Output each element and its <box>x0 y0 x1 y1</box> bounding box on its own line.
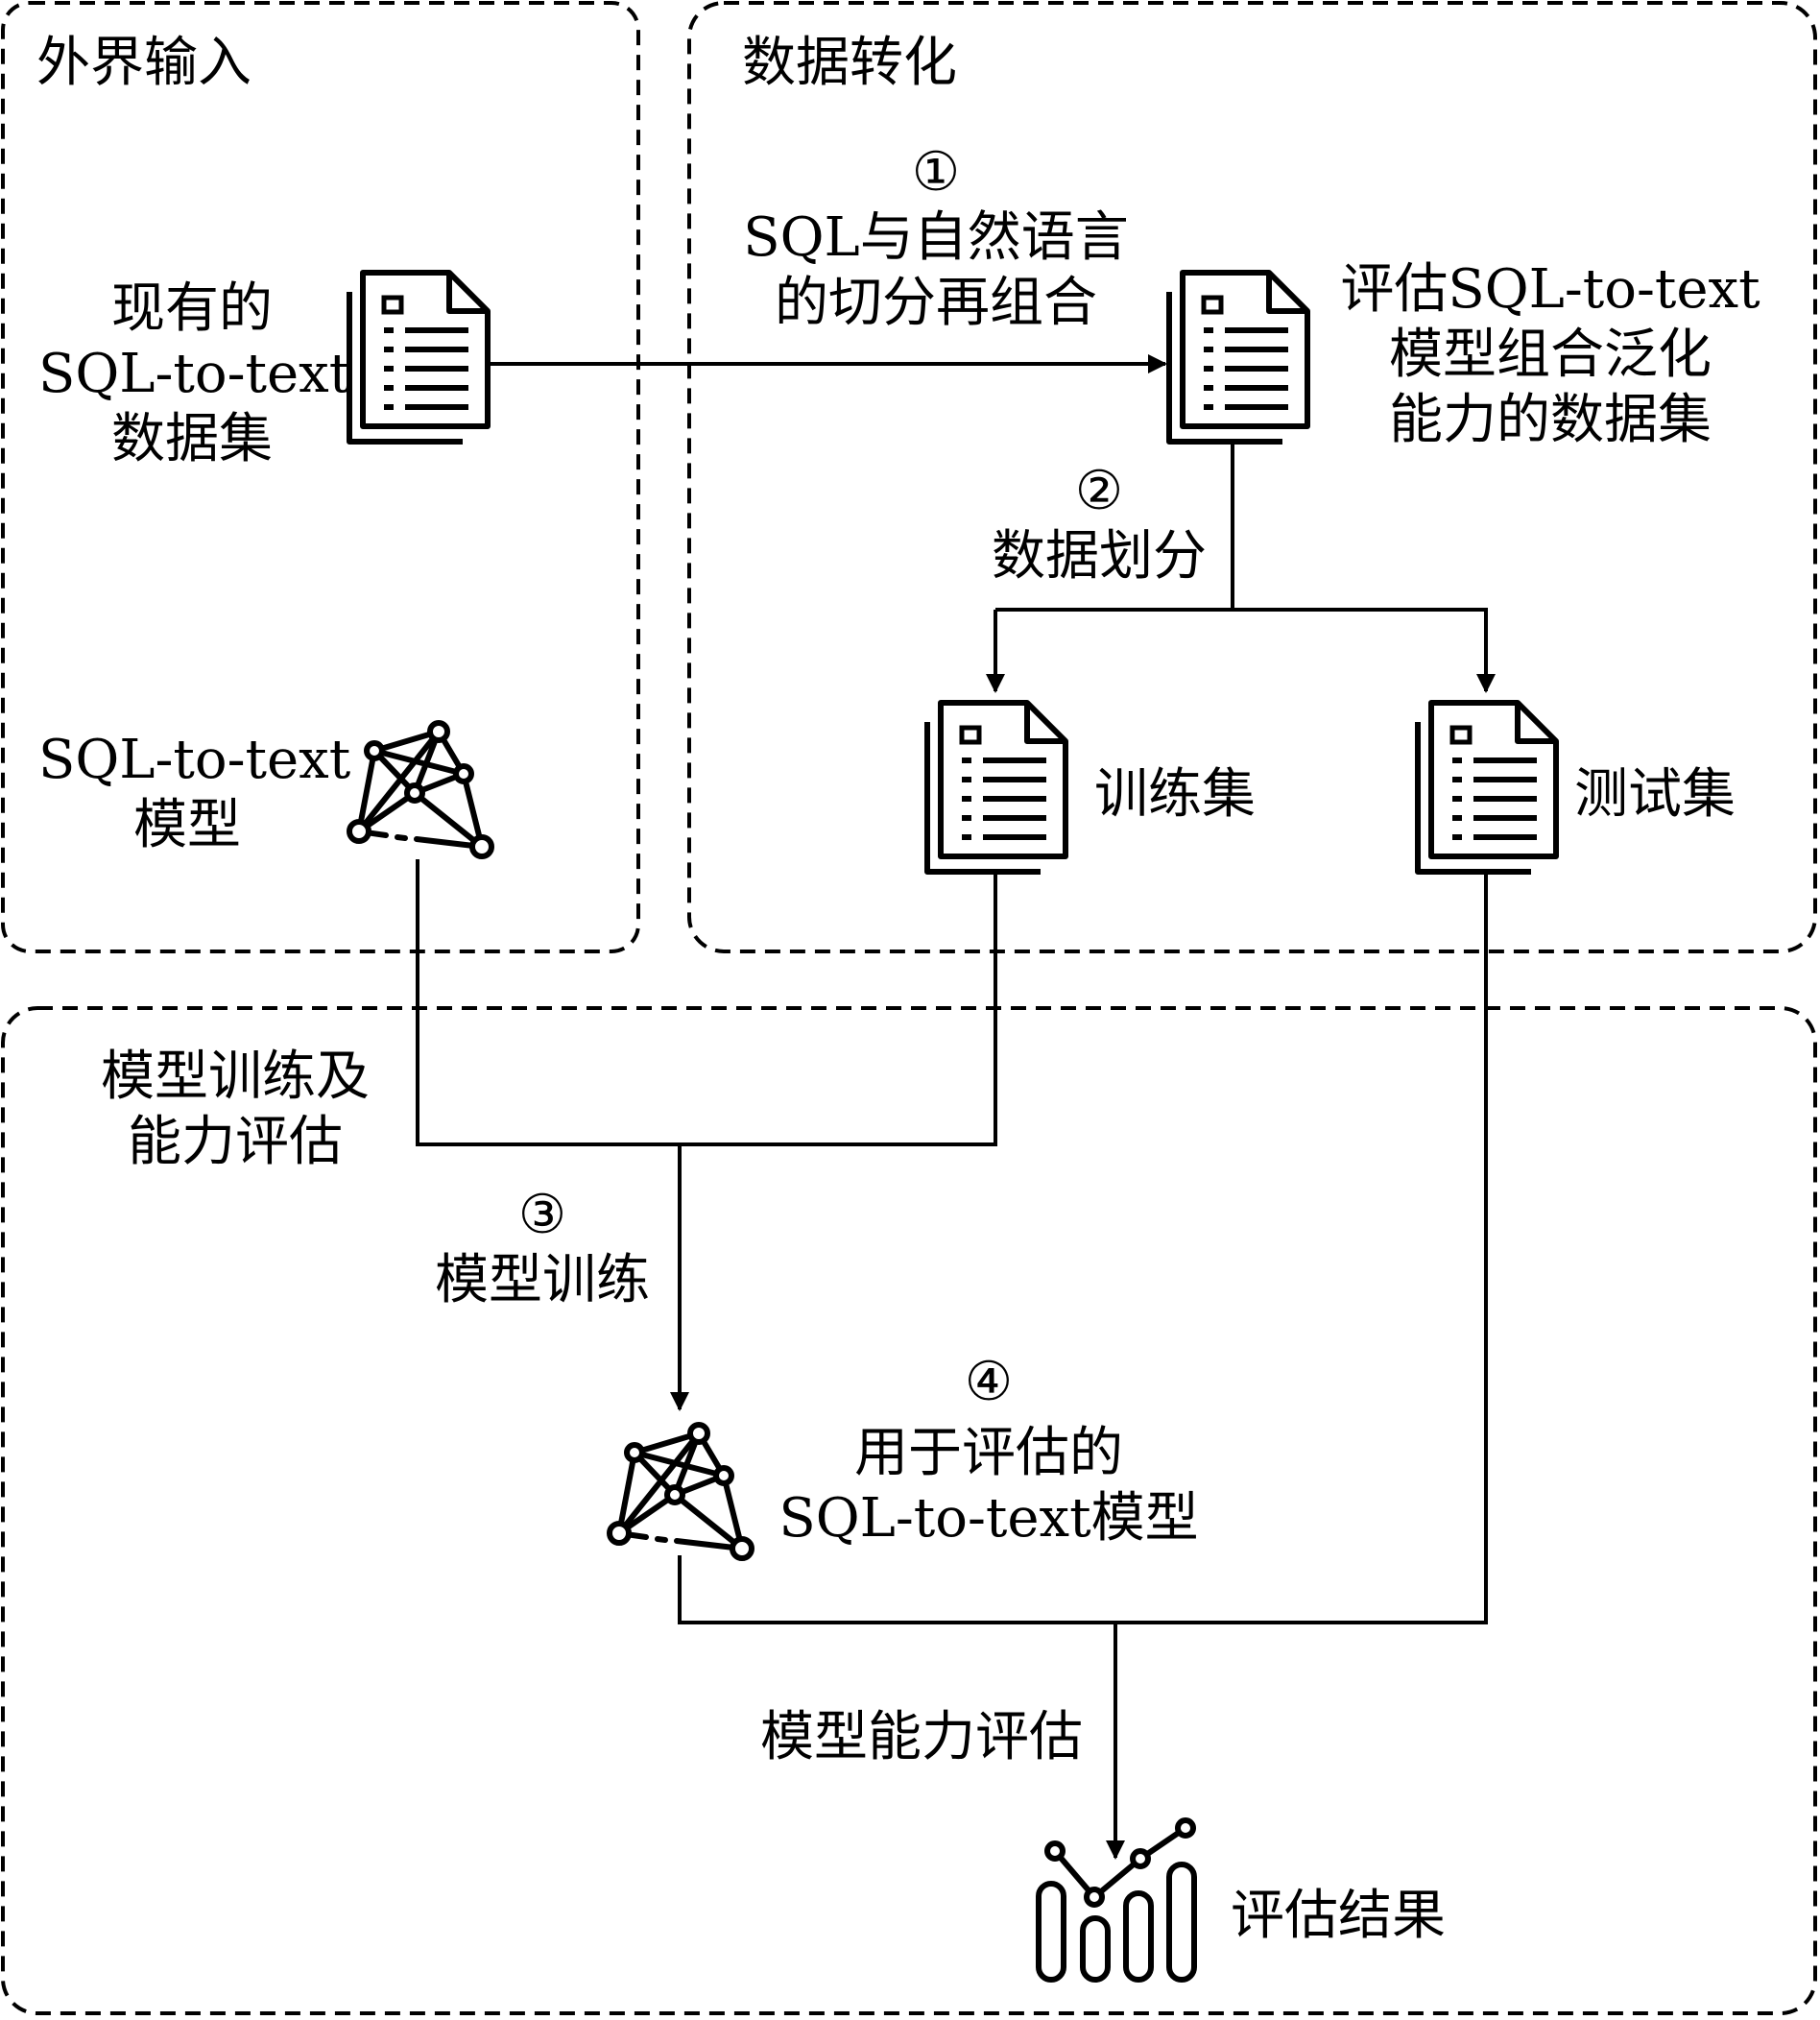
document-stack-icon <box>1169 273 1307 442</box>
label-line: 能力的数据集 <box>1389 389 1712 451</box>
label-line: 数据集 <box>111 408 273 470</box>
line-chart-icon <box>1036 1817 1197 1983</box>
test-set-label: 测试集 <box>1574 763 1736 826</box>
region-title-line: 能力评估 <box>128 1111 343 1173</box>
label-line: SQL-to-text <box>38 343 351 405</box>
train-set-label: 训练集 <box>1094 763 1256 826</box>
region-title-input: 外界输入 <box>36 32 251 94</box>
region-train-eval-box <box>1 1006 1817 2015</box>
region-title-train-eval: 模型训练及 能力评估 <box>77 1045 394 1175</box>
region-input-box <box>1 1 640 953</box>
step-eval-label: 模型能力评估 <box>760 1706 1083 1768</box>
region-transform-box <box>687 1 1817 953</box>
step-text: SQL与自然语言 <box>743 206 1129 269</box>
existing-dataset-label: 现有的 SQL-to-text 数据集 <box>38 277 351 472</box>
region-title-line: 模型训练及 <box>101 1046 370 1108</box>
document-stack-icon <box>927 703 1066 872</box>
step-number: ③ <box>517 1184 567 1246</box>
step-text: 模型训练 <box>435 1249 650 1311</box>
step-2-label: ② 数据划分 <box>970 459 1229 589</box>
eval-model-label: 用于评估的 SQL-to-text模型 <box>768 1421 1209 1551</box>
step-1-label: ① SQL与自然语言 的切分再组合 <box>720 140 1152 336</box>
step-text: 的切分再组合 <box>775 272 1097 334</box>
neural-network-icon <box>349 723 491 856</box>
label-line: 现有的 <box>111 277 273 340</box>
step-number: ① <box>911 141 961 204</box>
step-text: 数据划分 <box>992 525 1207 588</box>
step-3-label: ③ 模型训练 <box>413 1183 672 1313</box>
connector-test-set <box>1115 874 1488 1624</box>
connector-eval-model <box>678 1555 1115 1624</box>
result-label: 评估结果 <box>1231 1885 1446 1947</box>
label-line: SQL-to-text <box>38 729 351 791</box>
label-line: 评估SQL-to-text <box>1340 258 1760 321</box>
connector-model-to-merge <box>416 859 680 1146</box>
step-4-number: ④ <box>964 1351 1014 1413</box>
connector-train-to-merge <box>680 874 997 1146</box>
base-model-label: SQL-to-text 模型 <box>38 728 351 858</box>
step-number: ② <box>1074 460 1124 522</box>
arrow-to-test-set <box>1233 608 1496 693</box>
region-title-transform: 数据转化 <box>742 32 957 94</box>
document-stack-icon <box>349 273 488 442</box>
label-line: 模型 <box>133 794 241 856</box>
label-line: SQL-to-text模型 <box>778 1487 1199 1550</box>
neural-network-icon <box>610 1425 752 1558</box>
document-stack-icon <box>1418 703 1556 872</box>
label-line: 用于评估的 <box>854 1422 1123 1484</box>
eval-dataset-label: 评估SQL-to-text 模型组合泛化 能力的数据集 <box>1325 257 1776 453</box>
label-line: 模型组合泛化 <box>1389 324 1712 386</box>
